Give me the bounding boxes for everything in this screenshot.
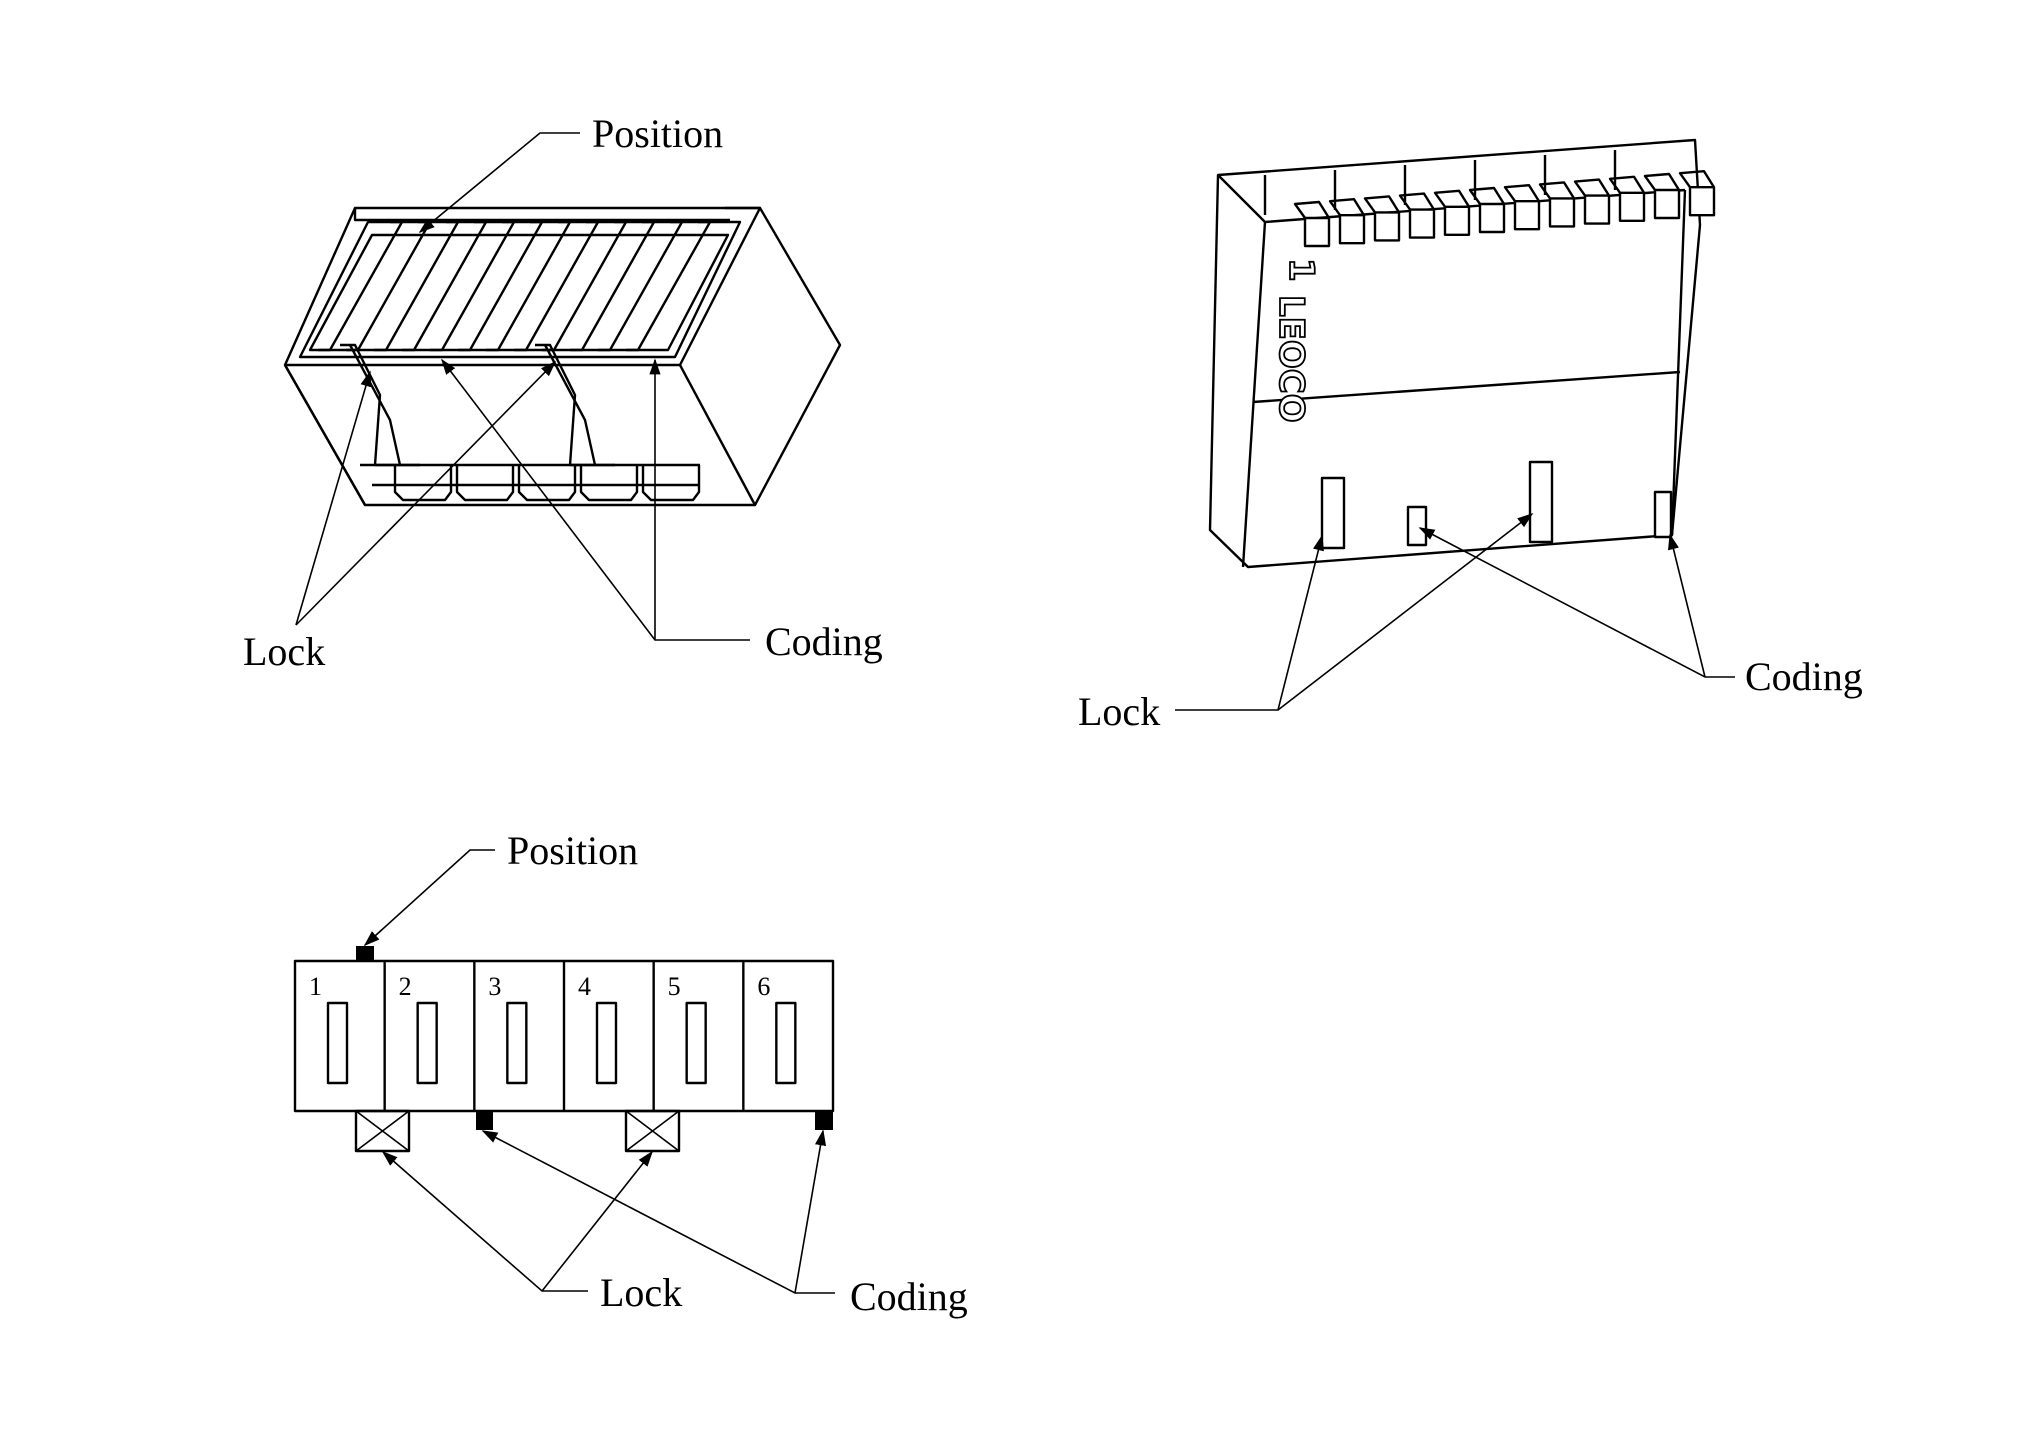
front-cavity [579, 465, 639, 502]
coding-marker [815, 1111, 833, 1130]
iso-top-view: Position Lock Coding [243, 111, 883, 674]
lock-label: Lock [600, 1270, 682, 1315]
rib-slot [514, 220, 600, 352]
latch-tooth-top [1293, 200, 1331, 219]
latch-tooth-top [1363, 195, 1401, 214]
latch-tooth-top [1573, 178, 1611, 197]
cavity-number: 6 [757, 972, 770, 1001]
position-callout: Position [363, 828, 638, 947]
coding-label: Coding [765, 619, 883, 664]
cavity-number: 1 [309, 972, 322, 1001]
rib-slots [318, 220, 712, 352]
latch-tooth [1338, 213, 1366, 245]
latch-tooth [1443, 205, 1471, 237]
coding-callout: Coding [441, 358, 883, 664]
rib-slot [430, 220, 516, 352]
latch-tooth [1478, 202, 1506, 234]
bottom-latches [1320, 460, 1673, 550]
latch-tooth [1303, 216, 1331, 248]
lock-callout: Lock [1078, 513, 1534, 734]
pin-one-marking: 1 [1281, 258, 1321, 282]
contact-slot [326, 1001, 349, 1085]
latch-tooth-top [1643, 172, 1681, 191]
lock-marker [624, 1109, 681, 1153]
contact-slot [595, 1001, 618, 1085]
rib-slot [458, 220, 544, 352]
coding-marker [476, 1111, 493, 1130]
latch-tooth [1583, 194, 1611, 225]
latch-tooth-top [1678, 169, 1716, 188]
lock-label: Lock [243, 629, 325, 674]
position-marker [356, 946, 374, 962]
contact-slot [685, 1001, 707, 1085]
front-cavity [455, 465, 515, 502]
position-label: Position [592, 111, 723, 156]
cavity-number: 2 [399, 972, 412, 1001]
bottom-latch [1528, 460, 1554, 544]
contact-slot [506, 1001, 528, 1085]
bottom-latch [1406, 505, 1428, 547]
latch-tooth-top [1433, 189, 1471, 208]
position-callout: Position [418, 111, 723, 234]
latch-tooth [1373, 211, 1401, 242]
latch-tooth [1653, 188, 1681, 220]
coding-callout: Coding [481, 1129, 968, 1319]
latch-tooth-top [1503, 183, 1541, 202]
schematic-view: 1 2 3 4 5 6 Position Lock Coding [293, 828, 968, 1319]
latch-tooth [1408, 208, 1436, 239]
rib-slot [402, 220, 488, 352]
lock-marker [354, 1109, 411, 1153]
front-cavity [641, 465, 701, 502]
lock-callout: Lock [381, 1150, 682, 1315]
housing-outline [283, 206, 842, 507]
lock-label: Lock [1078, 689, 1160, 734]
brand-marking: LEOCO [1271, 295, 1311, 423]
cavity-number: 3 [488, 972, 501, 1001]
lock-callout: Lock [243, 360, 557, 674]
coding-label: Coding [850, 1274, 968, 1319]
latch-tooth [1688, 185, 1716, 217]
contact-slot [775, 1001, 797, 1085]
contact-slot [416, 1001, 438, 1085]
rib-slot [318, 220, 404, 352]
coding-label: Coding [1745, 654, 1863, 699]
cavity-number: 5 [668, 972, 681, 1001]
bottom-latch [1653, 490, 1673, 539]
rib-slot [374, 220, 460, 352]
iso-front-view: 1 LEOCO Lock Coding [1078, 138, 1863, 734]
housing-outline [1208, 138, 1716, 569]
top-latch-teeth [1263, 150, 1716, 248]
position-label: Position [507, 828, 638, 873]
rib-slot [570, 220, 656, 352]
latch-tooth [1618, 191, 1646, 223]
cavity-number: 4 [578, 972, 591, 1001]
bottom-latch [1320, 476, 1346, 550]
rib-slot [626, 220, 712, 352]
latch-tooth [1548, 197, 1576, 228]
latch-tooth [1513, 199, 1541, 231]
coding-callout: Coding [1418, 527, 1863, 699]
rib-slot [598, 220, 684, 352]
rib-slot [486, 220, 572, 352]
front-cavity [393, 465, 453, 502]
